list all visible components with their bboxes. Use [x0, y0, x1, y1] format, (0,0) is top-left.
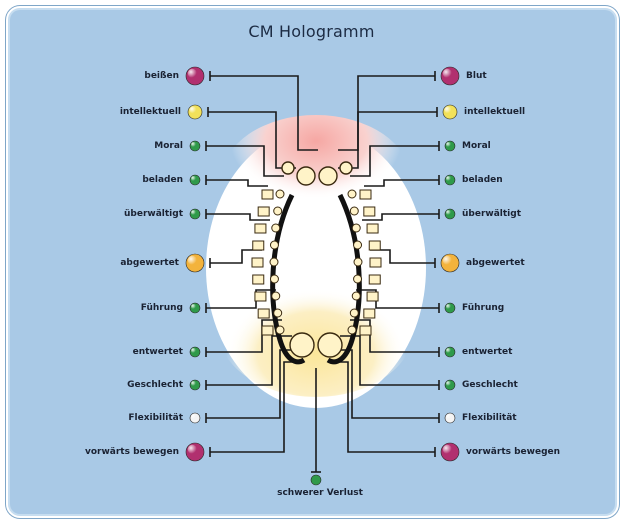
top-node-3	[282, 162, 294, 174]
left-label: Moral	[154, 140, 183, 152]
left-vertebra	[252, 258, 263, 267]
right-joint	[354, 258, 362, 266]
bottom-node-1	[290, 333, 314, 357]
bulb-highlight	[188, 69, 197, 78]
bottom-node-2	[318, 333, 342, 357]
right-label: entwertet	[462, 346, 512, 358]
bulb-highlight	[444, 106, 451, 113]
left-joint	[276, 190, 284, 198]
right-vertebra	[367, 292, 378, 301]
top-node-2	[319, 167, 337, 185]
left-joint	[270, 275, 278, 283]
right-joint	[352, 224, 360, 232]
bulb-highlight	[189, 106, 196, 113]
bulb-highlight	[443, 445, 452, 454]
left-label: abgewertet	[120, 257, 179, 269]
left-joint	[272, 292, 280, 300]
right-joint	[352, 292, 360, 300]
right-vertebra	[370, 258, 381, 267]
right-label: Moral	[462, 140, 491, 152]
egg-top-glow	[221, 115, 411, 245]
left-vertebra	[258, 207, 269, 216]
right-vertebra	[360, 190, 371, 199]
bulb-highlight	[191, 381, 196, 386]
right-vertebra	[369, 241, 380, 250]
left-label: Flexibilität	[128, 412, 183, 424]
left-joint	[274, 207, 282, 215]
bulb-highlight	[446, 304, 451, 309]
bottom-label: schwerer Verlust	[0, 488, 623, 498]
left-vertebra	[253, 275, 264, 284]
right-joint	[348, 190, 356, 198]
right-vertebra	[364, 207, 375, 216]
bulb-highlight	[191, 414, 196, 419]
right-label: intellektuell	[464, 106, 525, 118]
left-label: überwältigt	[124, 208, 183, 220]
bulb-highlight	[446, 142, 451, 147]
bottom-indicator-bulb	[311, 475, 321, 485]
bulb-highlight	[443, 69, 452, 78]
bulb-highlight	[191, 142, 196, 147]
bulb-highlight	[191, 304, 196, 309]
left-vertebra	[255, 224, 266, 233]
left-joint	[276, 326, 284, 334]
left-label: Geschlecht	[127, 379, 183, 391]
left-vertebra	[253, 241, 264, 250]
bulb-highlight	[188, 256, 197, 265]
left-joint	[274, 309, 282, 317]
right-label: vorwärts bewegen	[466, 446, 560, 458]
right-vertebra	[367, 224, 378, 233]
right-label: Führung	[462, 302, 504, 314]
left-label: beladen	[142, 174, 183, 186]
right-joint	[354, 275, 362, 283]
left-label: Führung	[141, 302, 183, 314]
bulb-highlight	[446, 348, 451, 353]
left-label: entwertet	[133, 346, 183, 358]
left-label: intellektuell	[120, 106, 181, 118]
top-node-1	[297, 167, 315, 185]
right-vertebra	[364, 309, 375, 318]
right-label: Blut	[466, 70, 487, 82]
bulb-highlight	[191, 348, 196, 353]
bulb-highlight	[446, 176, 451, 181]
left-joint	[272, 224, 280, 232]
bulb-highlight	[188, 445, 197, 454]
left-label: vorwärts bewegen	[85, 446, 179, 458]
bulb-highlight	[446, 381, 451, 386]
left-vertebra	[262, 190, 273, 199]
right-label: überwältigt	[462, 208, 521, 220]
left-vertebra	[255, 292, 266, 301]
top-node-4	[340, 162, 352, 174]
left-joint	[270, 241, 278, 249]
right-label: Flexibilität	[462, 412, 517, 424]
bulb-highlight	[446, 210, 451, 215]
right-joint	[350, 309, 358, 317]
bulb-highlight	[443, 256, 452, 265]
right-joint	[348, 326, 356, 334]
bulb-highlight	[446, 414, 451, 419]
right-label: abgewertet	[466, 257, 525, 269]
left-label: beißen	[144, 70, 179, 82]
right-label: beladen	[462, 174, 503, 186]
right-joint	[354, 241, 362, 249]
right-vertebra	[360, 326, 371, 335]
right-vertebra	[369, 275, 380, 284]
left-joint	[270, 258, 278, 266]
bulb-highlight	[191, 210, 196, 215]
right-label: Geschlecht	[462, 379, 518, 391]
right-joint	[350, 207, 358, 215]
bulb-highlight	[191, 176, 196, 181]
left-vertebra	[262, 326, 273, 335]
left-vertebra	[258, 309, 269, 318]
